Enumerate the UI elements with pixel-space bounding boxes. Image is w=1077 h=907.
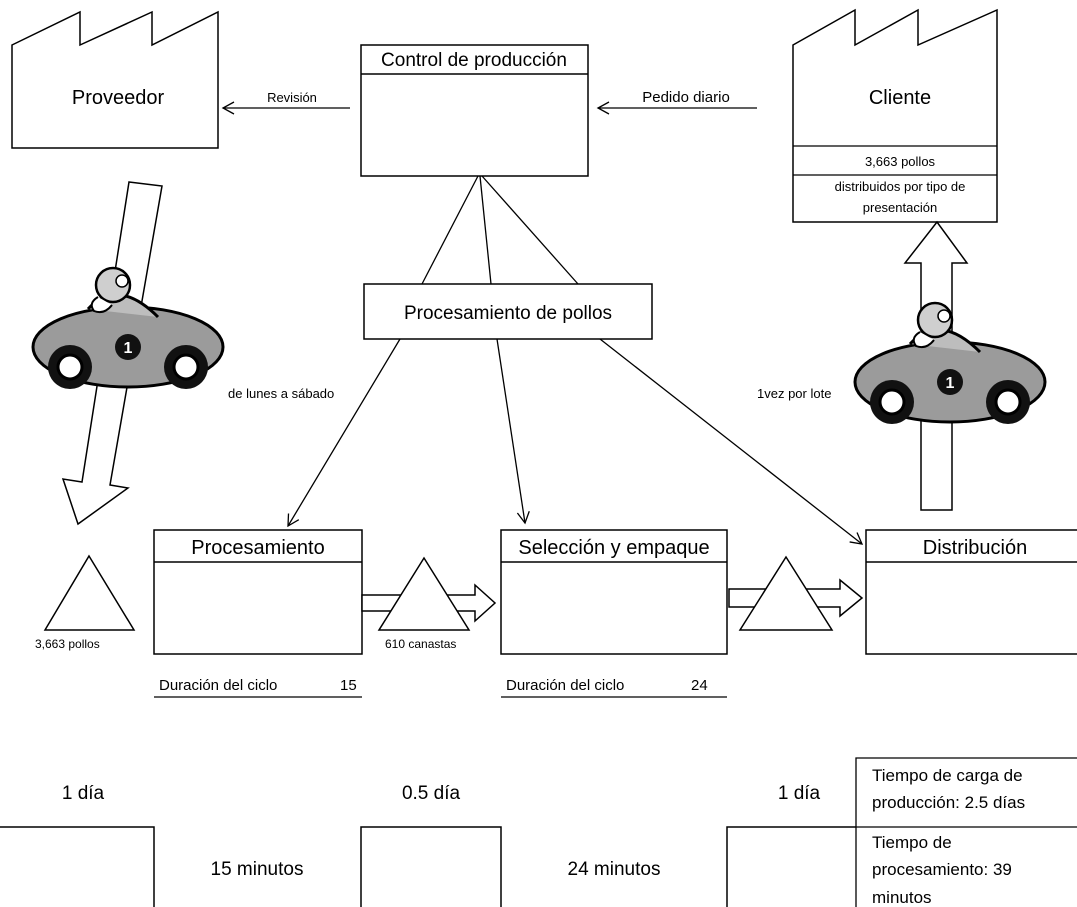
processing-time-line-3: minutos [872,888,932,907]
wait-time-2: 0.5 día [402,783,461,804]
cycle-label-1: Duración del ciclo [159,677,277,694]
customer-demand-note-2: presentación [863,200,937,215]
customer-demand-note: distribuidos por tipo de [835,179,966,194]
outbound-frequency: 1vez por lote [757,386,831,401]
production-control-box: Control de producción [360,44,589,177]
process-box-1: Procesamiento [153,529,363,655]
schedule-arrow-1 [287,338,401,528]
inventory-triangle-1: 3,663 pollos [35,554,136,651]
lead-time-line-1: Tiempo de carga de [872,766,1023,785]
schedule-arrow-2 [496,338,530,525]
wait-time-1: 1 día [62,783,105,804]
customer-label: Cliente [869,87,931,109]
inventory-triangle-3 [738,555,834,631]
process-time-2: 24 minutos [568,859,661,880]
outbound-truck-icon [853,301,1047,426]
cycle-value-2: 24 [691,677,708,694]
timeline: 1 día 0.5 día 1 día 15 minutos 24 minuto… [0,783,856,907]
wait-time-3: 1 día [778,783,821,804]
lead-time-line-2: producción: 2.5 días [872,793,1025,812]
summary-box: Tiempo de carga de producción: 2.5 días … [855,757,1077,907]
processing-time-line-1: Tiempo de [872,833,952,852]
inventory-label-1: 3,663 pollos [35,637,100,651]
process-title-1: Procesamiento [191,537,324,559]
process-title-2: Selección y empaque [518,537,709,559]
control-links [421,175,579,285]
review-label: Revisión [267,90,317,105]
cycle-label-2: Duración del ciclo [506,677,624,694]
supplier-label: Proveedor [72,87,165,109]
process-time-1: 15 minutos [211,859,304,880]
inbound-frequency: de lunes a sábado [228,386,334,401]
inbound-truck-icon [31,266,225,391]
schedule-box: Procesamiento de pollos [363,283,653,340]
customer-factory: Cliente 3,663 pollos distribuidos por ti… [792,8,998,223]
inventory-label-2: 610 canastas [385,637,456,651]
inventory-triangle-2: 610 canastas [377,556,471,651]
daily-order-label: Pedido diario [642,89,730,106]
cycle-value-1: 15 [340,677,357,694]
production-control-title: Control de producción [381,50,567,71]
process-box-2: Selección y empaque [500,529,728,655]
schedule-arrow-3 [599,338,864,545]
processing-time-line-2: procesamiento: 39 [872,860,1012,879]
supplier-factory: Proveedor [11,10,219,149]
process-box-3: Distribución [865,529,1077,655]
customer-demand: 3,663 pollos [865,154,936,169]
process-title-3: Distribución [923,537,1027,559]
schedule-label: Procesamiento de pollos [404,303,612,324]
